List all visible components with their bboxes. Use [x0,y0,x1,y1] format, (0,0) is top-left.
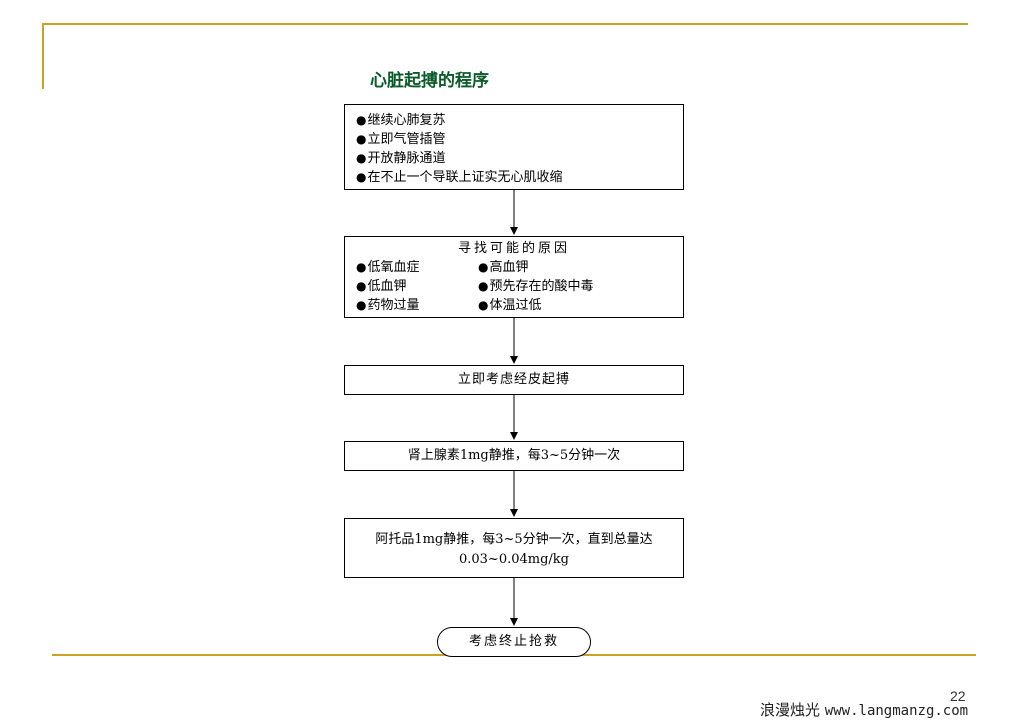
box-text-line-2: 0.03~0.04mg/kg [458,552,569,567]
list-item: ●低氧血症 [356,260,420,275]
bullet-icon: ● [356,279,367,293]
list-item: ●继续心肺复苏 [356,113,446,128]
step-epinephrine: 肾上腺素1mg静推，每3~5分钟一次 [344,441,684,471]
box-text: 立即考虑经皮起搏 [457,372,570,387]
list-item: ●高血钾 [478,260,529,275]
bullet-icon: ● [356,260,367,274]
bullet-icon: ● [356,113,367,127]
box-text-line-1: 阿托品1mg静推，每3~5分钟一次，直到总量达 [375,532,653,547]
step-transcutaneous-pacing: 立即考虑经皮起搏 [344,365,684,395]
list-item: ●体温过低 [478,298,542,313]
bullet-icon: ● [356,170,367,184]
step-find-causes: 寻找可能的原因 ●低氧血症 ●高血钾 ●低血钾 ●预先存在的酸中毒 ●药物过量 … [344,236,684,318]
top-rule [42,23,968,25]
list-item: ●开放静脉通道 [356,151,446,166]
list-item: ●在不止一个导联上证实无心肌收缩 [356,170,563,185]
page-number: 22 [950,688,966,704]
page-title: 心脏起搏的程序 [370,71,489,91]
list-item: ●药物过量 [356,298,420,313]
list-item: ●立即气管插管 [356,132,446,147]
list-item: ●预先存在的酸中毒 [478,279,594,294]
step-terminate-resuscitation: 考虑终止抢救 [437,627,591,657]
box-heading: 寻找可能的原因 [457,241,570,256]
list-item: ●低血钾 [356,279,407,294]
bullet-icon: ● [356,132,367,146]
bullet-icon: ● [478,298,489,312]
footer-brand: 浪漫烛光 [760,701,821,719]
box-text: 考虑终止抢救 [468,634,559,649]
bullet-icon: ● [478,279,489,293]
bullet-icon: ● [356,151,367,165]
footer-url: www.langmanzg.com [824,703,969,719]
left-accent-rule [42,23,44,89]
box-text: 肾上腺素1mg静推，每3~5分钟一次 [407,448,621,463]
footer-watermark: 浪漫烛光 www.langmanzg.com [760,699,968,720]
bullet-icon: ● [356,298,367,312]
step-atropine: 阿托品1mg静推，每3~5分钟一次，直到总量达 0.03~0.04mg/kg [344,518,684,578]
bullet-icon: ● [478,260,489,274]
step-initial-actions: ●继续心肺复苏 ●立即气管插管 ●开放静脉通道 ●在不止一个导联上证实无心肌收缩 [344,104,684,190]
causes-grid: ●低氧血症 ●高血钾 ●低血钾 ●预先存在的酸中毒 ●药物过量 ●体温过低 [356,258,683,315]
